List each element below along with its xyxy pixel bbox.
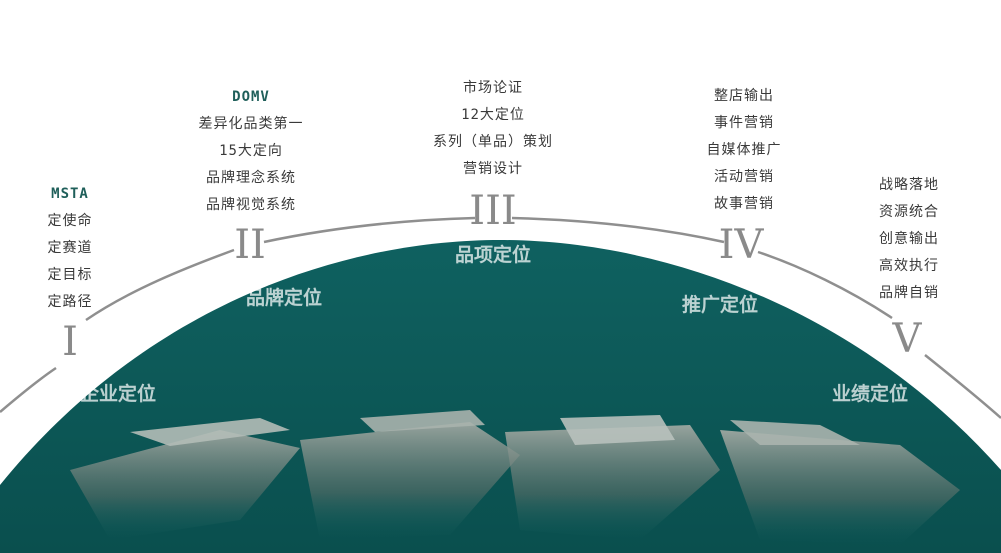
stage-2-items: DOMV 差异化品类第一 15大定向 品牌理念系统 品牌视觉系统 [170, 84, 332, 219]
stage-3-item: 系列（单品）策划 [433, 134, 553, 150]
stage-5-items: 战略落地 资源统合 创意输出 高效执行 品牌自销 [851, 172, 967, 307]
numeral-1: I [62, 319, 78, 365]
stage-1-item: 定使命 [47, 213, 93, 229]
stage-4-item: 故事营销 [714, 196, 774, 212]
stage-name-2: 品牌定位 [246, 286, 322, 309]
stage-4-item: 活动营销 [714, 169, 774, 185]
numeral-5: V [892, 316, 923, 362]
stage-name-4: 推广定位 [682, 293, 758, 316]
stage-2-item: 差异化品类第一 [198, 116, 304, 132]
stage-5-item: 战略落地 [879, 177, 939, 193]
stage-name-3: 品项定位 [455, 243, 531, 266]
stage-2-item: 15大定向 [219, 143, 283, 159]
stage-2-item: 品牌视觉系统 [206, 197, 296, 213]
numeral-2: II [234, 222, 266, 268]
decorative-3d-lettering [70, 410, 960, 545]
stage-1-item: MSTA [51, 186, 89, 202]
stage-1-items: MSTA 定使命 定赛道 定目标 定路径 [20, 181, 120, 316]
stage-name-1: 企业定位 [79, 382, 156, 405]
numeral-3: III [469, 188, 516, 234]
stage-4-items: 整店输出 事件营销 自媒体推广 活动营销 故事营销 [680, 83, 808, 218]
stage-4-item: 事件营销 [714, 115, 774, 131]
stage-5-item: 高效执行 [879, 258, 939, 274]
stage-3-item: 市场论证 [463, 80, 523, 96]
stage-4-item: 自媒体推广 [706, 142, 782, 158]
stage-4-item: 整店输出 [714, 88, 774, 104]
stage-5-item: 创意输出 [879, 231, 939, 247]
stage-5-item: 资源统合 [879, 204, 939, 220]
stage-1-item: 定路径 [47, 294, 93, 310]
stage-3-item: 12大定位 [461, 107, 525, 123]
stage-3-items: 市场论证 12大定位 系列（单品）策划 营销设计 [405, 75, 581, 183]
stage-3-item: 营销设计 [463, 161, 523, 177]
stage-5-item: 品牌自销 [879, 285, 939, 301]
stage-2-item: 品牌理念系统 [206, 170, 296, 186]
outer-arc [0, 216, 1001, 419]
stage-1-item: 定赛道 [47, 240, 93, 256]
stage-2-item: DOMV [232, 89, 270, 105]
numeral-4: IV [719, 222, 765, 268]
stage-name-5: 业绩定位 [832, 382, 908, 405]
stage-1-item: 定目标 [47, 267, 93, 283]
